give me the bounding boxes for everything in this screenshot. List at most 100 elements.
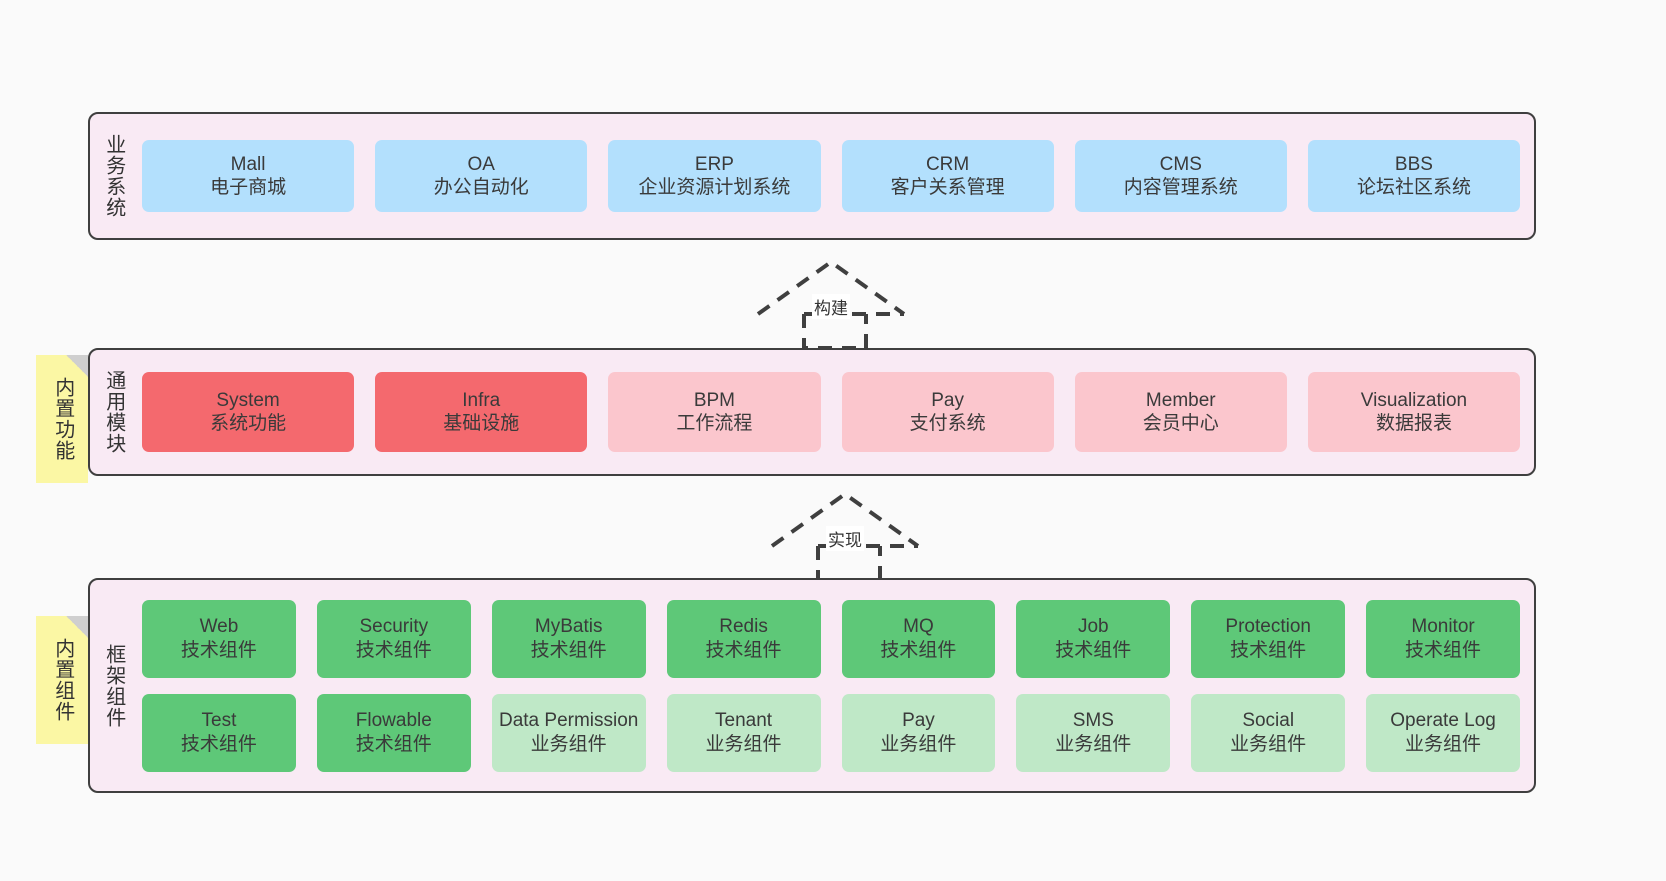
node-desc: 系统功能 bbox=[210, 413, 287, 434]
layer-title-common-module: 通用模块 bbox=[102, 370, 125, 454]
node-mall[interactable]: Mall 电子商城 bbox=[142, 140, 355, 212]
layer-row: Web 技术组件 Security 技术组件 MyBatis 技术组件 Redi… bbox=[142, 599, 1520, 678]
node-name: Operate Log bbox=[1390, 710, 1496, 732]
node-name: Pay bbox=[902, 710, 935, 732]
node-name: Web bbox=[199, 616, 239, 638]
node-desc: 技术组件 bbox=[1230, 639, 1307, 661]
node-desc: 技术组件 bbox=[355, 733, 432, 755]
node-bpm[interactable]: BPM 工作流程 bbox=[608, 372, 821, 452]
node-social[interactable]: Social 业务组件 bbox=[1191, 693, 1346, 772]
node-desc: 业务组件 bbox=[880, 733, 957, 755]
node-web[interactable]: Web 技术组件 bbox=[142, 599, 296, 678]
note-label: 内置功能 bbox=[51, 377, 74, 461]
layer-body-framework-component: Web 技术组件 Security 技术组件 MyBatis 技术组件 Redi… bbox=[136, 580, 1534, 791]
node-desc: 业务组件 bbox=[1405, 733, 1482, 755]
node-bbs[interactable]: BBS 论坛社区系统 bbox=[1307, 140, 1521, 212]
node-mq[interactable]: MQ 技术组件 bbox=[841, 599, 996, 678]
node-name: OA bbox=[467, 153, 495, 175]
node-data-permission[interactable]: Data Permission 业务组件 bbox=[491, 693, 646, 772]
node-cms[interactable]: CMS 内容管理系统 bbox=[1074, 140, 1287, 212]
node-name: Security bbox=[359, 616, 429, 638]
node-name: Visualization bbox=[1360, 389, 1468, 411]
node-pay-component[interactable]: Pay 业务组件 bbox=[841, 693, 996, 772]
node-flowable[interactable]: Flowable 技术组件 bbox=[316, 693, 471, 772]
node-name: Job bbox=[1077, 616, 1109, 638]
layer-row: Test 技术组件 Flowable 技术组件 Data Permission … bbox=[142, 693, 1520, 772]
node-name: MyBatis bbox=[534, 616, 603, 638]
node-name: Member bbox=[1145, 389, 1216, 411]
node-name: Test bbox=[201, 710, 237, 732]
layer-framework-component: 框架组件 Web 技术组件 Security 技术组件 MyBatis 技术组件… bbox=[88, 578, 1536, 793]
node-pay-module[interactable]: Pay 支付系统 bbox=[841, 372, 1054, 452]
node-desc: 客户关系管理 bbox=[890, 177, 1005, 198]
node-name: Flowable bbox=[355, 710, 432, 732]
node-desc: 办公自动化 bbox=[433, 177, 529, 198]
node-name: CRM bbox=[925, 153, 970, 175]
node-desc: 技术组件 bbox=[1055, 639, 1132, 661]
node-name: Infra bbox=[462, 389, 501, 411]
node-infra[interactable]: Infra 基础设施 bbox=[375, 372, 588, 452]
node-name: MQ bbox=[903, 616, 934, 638]
node-desc: 业务组件 bbox=[530, 733, 607, 755]
node-desc: 技术组件 bbox=[1405, 639, 1482, 661]
node-name: SMS bbox=[1072, 710, 1114, 732]
node-desc: 工作流程 bbox=[676, 413, 753, 434]
note-builtin-component: 内置组件 bbox=[36, 616, 88, 744]
node-desc: 技术组件 bbox=[530, 639, 607, 661]
node-name: BBS bbox=[1394, 153, 1433, 175]
node-desc: 技术组件 bbox=[180, 639, 257, 661]
node-system[interactable]: System 系统功能 bbox=[142, 372, 355, 452]
node-sms[interactable]: SMS 业务组件 bbox=[1016, 693, 1171, 772]
node-crm[interactable]: CRM 客户关系管理 bbox=[841, 140, 1054, 212]
node-protection[interactable]: Protection 技术组件 bbox=[1191, 599, 1346, 678]
node-desc: 业务组件 bbox=[1230, 733, 1307, 755]
note-label: 内置组件 bbox=[51, 638, 74, 722]
node-desc: 电子商城 bbox=[210, 177, 287, 198]
node-monitor[interactable]: Monitor 技术组件 bbox=[1366, 599, 1520, 678]
connector-build: 构建 bbox=[756, 258, 906, 350]
node-desc: 论坛社区系统 bbox=[1356, 177, 1471, 198]
layer-body-business-system: Mall 电子商城 OA 办公自动化 ERP 企业资源计划系统 CRM 客户关系… bbox=[136, 114, 1534, 238]
layer-common-module: 通用模块 System 系统功能 Infra 基础设施 BPM 工作流程 Pay… bbox=[88, 348, 1536, 476]
node-name: Data Permission bbox=[498, 710, 639, 732]
layer-row: System 系统功能 Infra 基础设施 BPM 工作流程 Pay 支付系统… bbox=[142, 372, 1521, 452]
node-oa[interactable]: OA 办公自动化 bbox=[375, 140, 588, 212]
connector-build-label: 构建 bbox=[812, 294, 850, 319]
node-job[interactable]: Job 技术组件 bbox=[1016, 599, 1171, 678]
node-name: CMS bbox=[1159, 153, 1202, 175]
node-desc: 内容管理系统 bbox=[1123, 177, 1238, 198]
node-name: Protection bbox=[1225, 616, 1311, 638]
node-visualization[interactable]: Visualization 数据报表 bbox=[1307, 372, 1521, 452]
node-desc: 业务组件 bbox=[1055, 733, 1132, 755]
layer-business-system: 业务系统 Mall 电子商城 OA 办公自动化 ERP 企业资源计划系统 CRM… bbox=[88, 112, 1536, 240]
connector-implement-label: 实现 bbox=[826, 526, 864, 551]
node-test[interactable]: Test 技术组件 bbox=[142, 693, 296, 772]
layer-row: Mall 电子商城 OA 办公自动化 ERP 企业资源计划系统 CRM 客户关系… bbox=[142, 140, 1521, 212]
note-builtin-function: 内置功能 bbox=[36, 355, 88, 483]
node-desc: 业务组件 bbox=[705, 733, 782, 755]
node-redis[interactable]: Redis 技术组件 bbox=[666, 599, 821, 678]
node-name: Mall bbox=[230, 153, 266, 175]
node-desc: 技术组件 bbox=[355, 639, 432, 661]
node-desc: 技术组件 bbox=[880, 639, 957, 661]
node-desc: 技术组件 bbox=[180, 733, 257, 755]
layer-title-business-system: 业务系统 bbox=[102, 134, 125, 218]
node-operate-log[interactable]: Operate Log 业务组件 bbox=[1366, 693, 1520, 772]
node-tenant[interactable]: Tenant 业务组件 bbox=[666, 693, 821, 772]
node-name: BPM bbox=[693, 389, 736, 411]
node-member[interactable]: Member 会员中心 bbox=[1074, 372, 1287, 452]
node-security[interactable]: Security 技术组件 bbox=[316, 599, 471, 678]
node-name: Monitor bbox=[1411, 616, 1475, 638]
node-desc: 技术组件 bbox=[705, 639, 782, 661]
layer-body-common-module: System 系统功能 Infra 基础设施 BPM 工作流程 Pay 支付系统… bbox=[136, 350, 1534, 474]
node-desc: 会员中心 bbox=[1142, 413, 1219, 434]
layer-title-framework-component: 框架组件 bbox=[102, 643, 125, 728]
node-desc: 支付系统 bbox=[909, 413, 986, 434]
node-desc: 企业资源计划系统 bbox=[638, 177, 791, 198]
node-name: Redis bbox=[719, 616, 768, 638]
node-name: Social bbox=[1242, 710, 1295, 732]
node-mybatis[interactable]: MyBatis 技术组件 bbox=[491, 599, 646, 678]
node-erp[interactable]: ERP 企业资源计划系统 bbox=[608, 140, 821, 212]
node-name: Tenant bbox=[715, 710, 773, 732]
